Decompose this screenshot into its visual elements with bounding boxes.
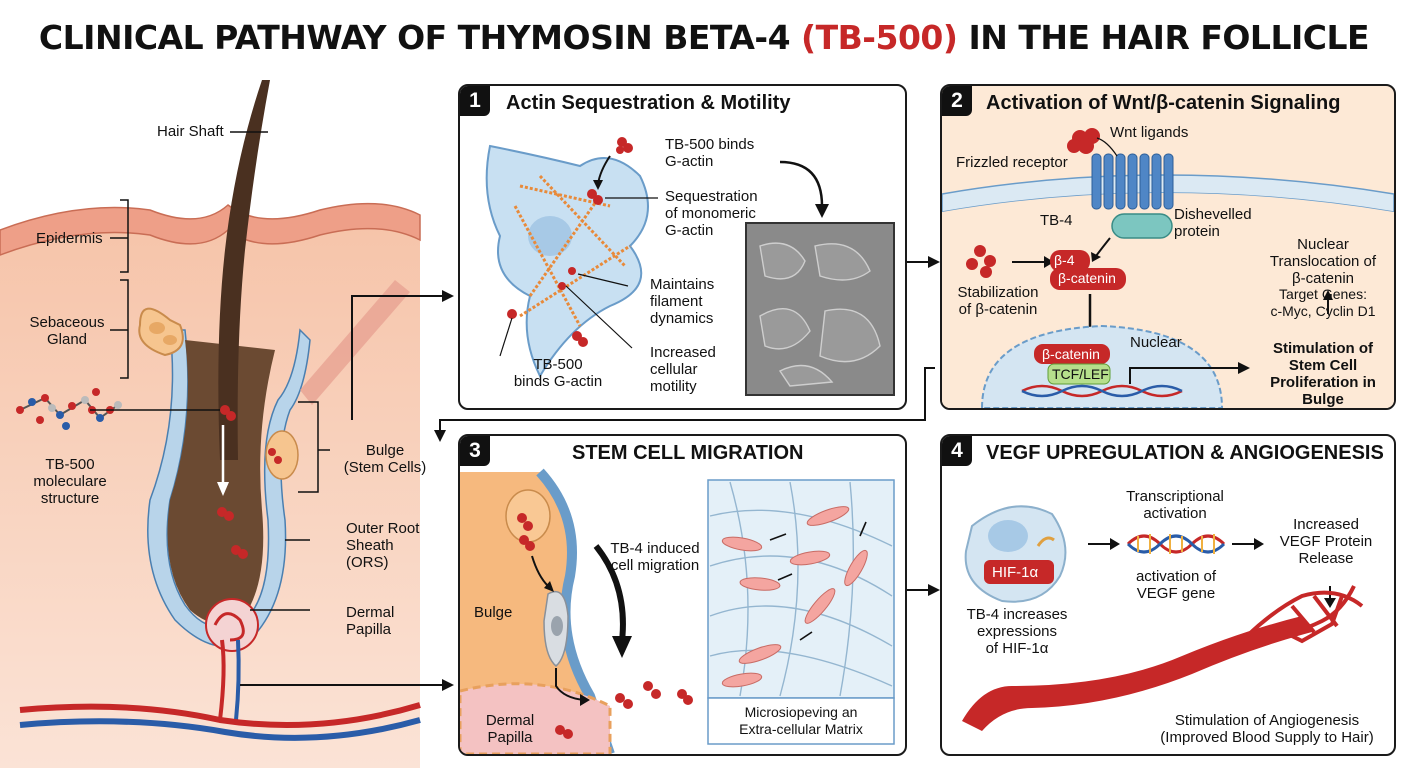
panel-title: Activation of Wnt/β-catenin Signaling [986, 92, 1341, 114]
extracellular-matrix-box [707, 479, 895, 699]
hif-badge [984, 560, 1054, 584]
blood-vessel-artery [19, 702, 421, 728]
panel-stem-cell-migration: 3 STEM CELL MIGRATION [458, 434, 907, 756]
panel-number: 3 [460, 436, 490, 466]
tb500-particles [217, 405, 282, 559]
tcf-lef-text: TCF/LEF [1052, 366, 1109, 382]
bulge-label: Bulge(Stem Cells) [343, 442, 427, 476]
panel-number: 4 [942, 436, 972, 466]
label-frizzled: Frizzled receptor [956, 154, 1068, 171]
migrating-cells [721, 506, 868, 688]
hif-text: HIF-1α [992, 564, 1039, 581]
epidermis-layer [0, 202, 421, 256]
panel-title: VEGF UPREGULATION & ANGIOGENESIS [986, 442, 1384, 464]
angiogenic-sprouts [1240, 585, 1364, 644]
label-nuclear: Nuclear [1130, 334, 1182, 351]
actin-filaments [513, 174, 631, 327]
panel-title: Actin Sequestration & Motility [506, 92, 791, 114]
dermal-papilla-tissue [460, 682, 612, 754]
main-blood-vessel [962, 616, 1312, 731]
panel-wnt-signaling: 2 Activation of Wnt/β-catenin Signaling [940, 84, 1396, 410]
b4-text: β-4 [1054, 252, 1075, 268]
tb500-particles [507, 137, 633, 347]
label-tb4: TB-4 [1040, 212, 1073, 229]
bulge-tissue [460, 472, 610, 754]
panel-number: 2 [942, 86, 972, 116]
title-highlight: (TB-500) [801, 18, 958, 57]
panel-number: 1 [460, 86, 490, 116]
wnt-ligands [1067, 128, 1100, 154]
label-bulge: Bulge [474, 604, 513, 621]
panel-title: STEM CELL MIGRATION [572, 442, 804, 464]
panel-actin-sequestration: 1 Actin Sequestration & Motility [458, 84, 907, 410]
hair-bulb [167, 340, 275, 624]
outer-root-sheath [147, 328, 311, 648]
bcatenin-text: β-catenin [1058, 270, 1116, 286]
cell-nucleus [528, 216, 572, 256]
hair-shaft-drawing [218, 80, 270, 460]
label-target-genes: Target Genes:c-Myc, Cyclin D1 [1270, 286, 1376, 319]
tb500-molecule-drawing [16, 388, 122, 430]
label-angiogenesis: Stimulation of Angiogenesis(Improved Blo… [1160, 712, 1374, 746]
panel-vegf-angiogenesis: 4 VEGF UPREGULATION & ANGIOGENESIS HIF-1… [940, 434, 1396, 756]
dishevelled-protein [1111, 213, 1173, 239]
label-wnt-ligands: Wnt ligands [1110, 124, 1189, 141]
bcatenin-badge [1050, 268, 1126, 290]
tcf-lef-badge [1047, 363, 1111, 385]
hair-shaft-label: Hair Shaft [157, 123, 224, 140]
dna-helix-drawing [1126, 534, 1226, 554]
b4-badge [1050, 250, 1090, 272]
nuclear-bcatenin-badge [1034, 344, 1110, 364]
hif-cell [964, 505, 1067, 603]
epidermis-label: Epidermis [36, 230, 103, 247]
frizzled-receptor [1091, 153, 1174, 210]
cell-drawing [485, 144, 649, 379]
page-title: CLINICAL PATHWAY OF THYMOSIN BETA-4 (TB-… [38, 18, 1370, 57]
blood-vessel-vein [19, 717, 421, 741]
dermal-papilla [205, 598, 259, 652]
nuclear-bcatenin-text: β-catenin [1042, 346, 1100, 362]
